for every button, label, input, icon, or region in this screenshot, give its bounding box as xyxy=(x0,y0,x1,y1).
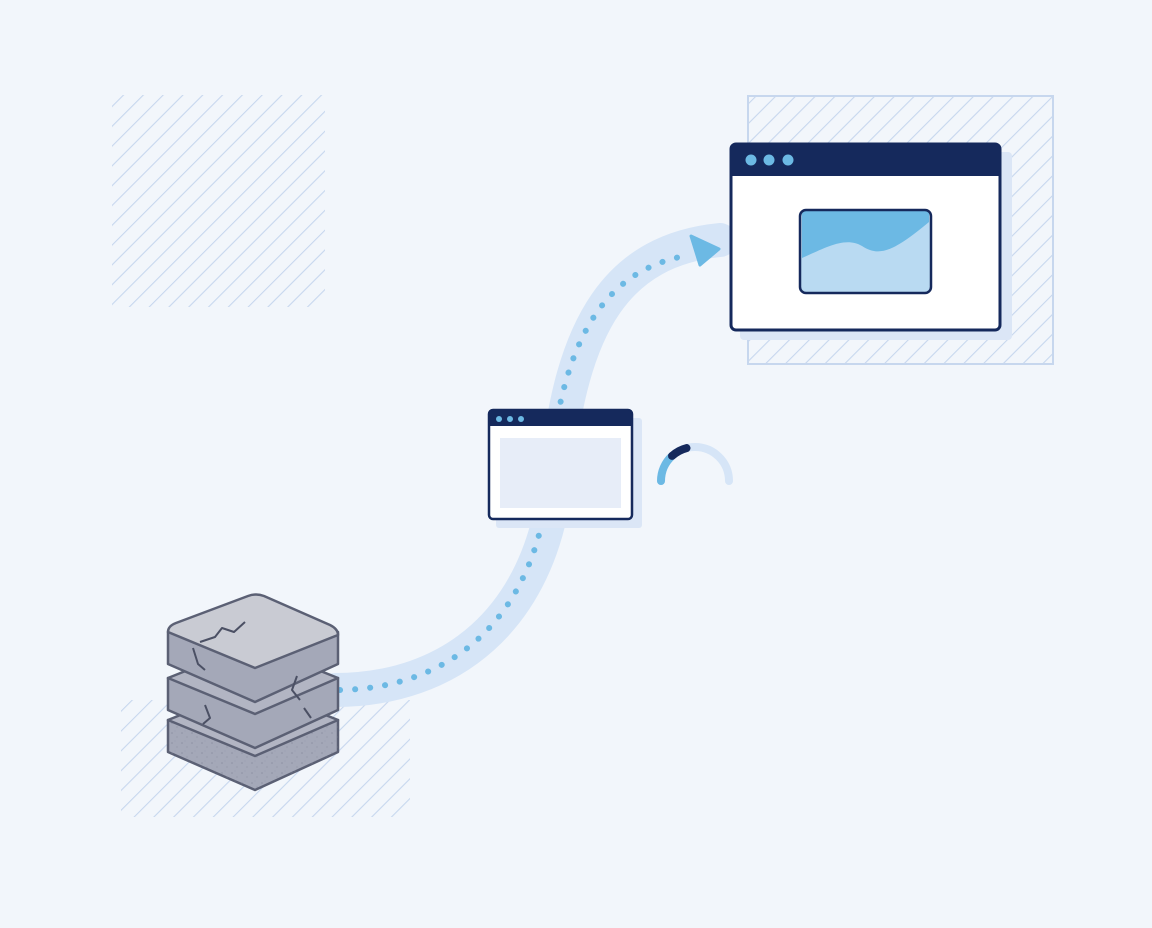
loading-spinner-icon xyxy=(657,443,733,485)
crack-lines xyxy=(192,621,312,725)
arrowhead-icon xyxy=(689,234,721,267)
spinner-progress xyxy=(657,451,677,485)
spinner-head xyxy=(668,444,691,460)
image-icon xyxy=(798,208,933,295)
content-placeholder xyxy=(500,438,621,508)
hatch-panel-top-left xyxy=(112,95,325,307)
browser-window-with-image-icon xyxy=(729,142,1012,340)
browser-window-icon xyxy=(487,408,642,528)
database-icon xyxy=(166,593,340,792)
migration-path-dots xyxy=(337,252,693,693)
